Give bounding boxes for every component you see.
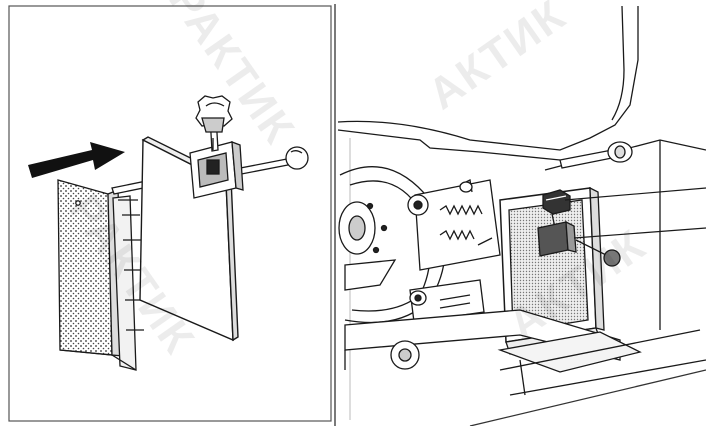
- star-knob-icon: [195, 95, 233, 133]
- clamp-screw-icon: [542, 189, 571, 233]
- clamp-block: [189, 115, 244, 199]
- lower-bracket: [409, 279, 485, 323]
- rear-rod: [559, 141, 633, 169]
- left-panel: [8, 5, 332, 422]
- tension-spring: [439, 204, 493, 246]
- bracket-arm: [407, 179, 501, 271]
- rod-knob: [285, 146, 309, 170]
- push-arrow-icon: [28, 142, 125, 178]
- lower-clamp-block: [537, 220, 621, 267]
- drive-wheel: [338, 166, 446, 324]
- sheet-stack: [57, 179, 144, 371]
- left-panel-frame: [8, 5, 332, 422]
- lower-rod-knob: [603, 249, 621, 267]
- right-panel: [334, 4, 706, 426]
- base-rail: [344, 309, 706, 396]
- leader-lines: [564, 187, 706, 239]
